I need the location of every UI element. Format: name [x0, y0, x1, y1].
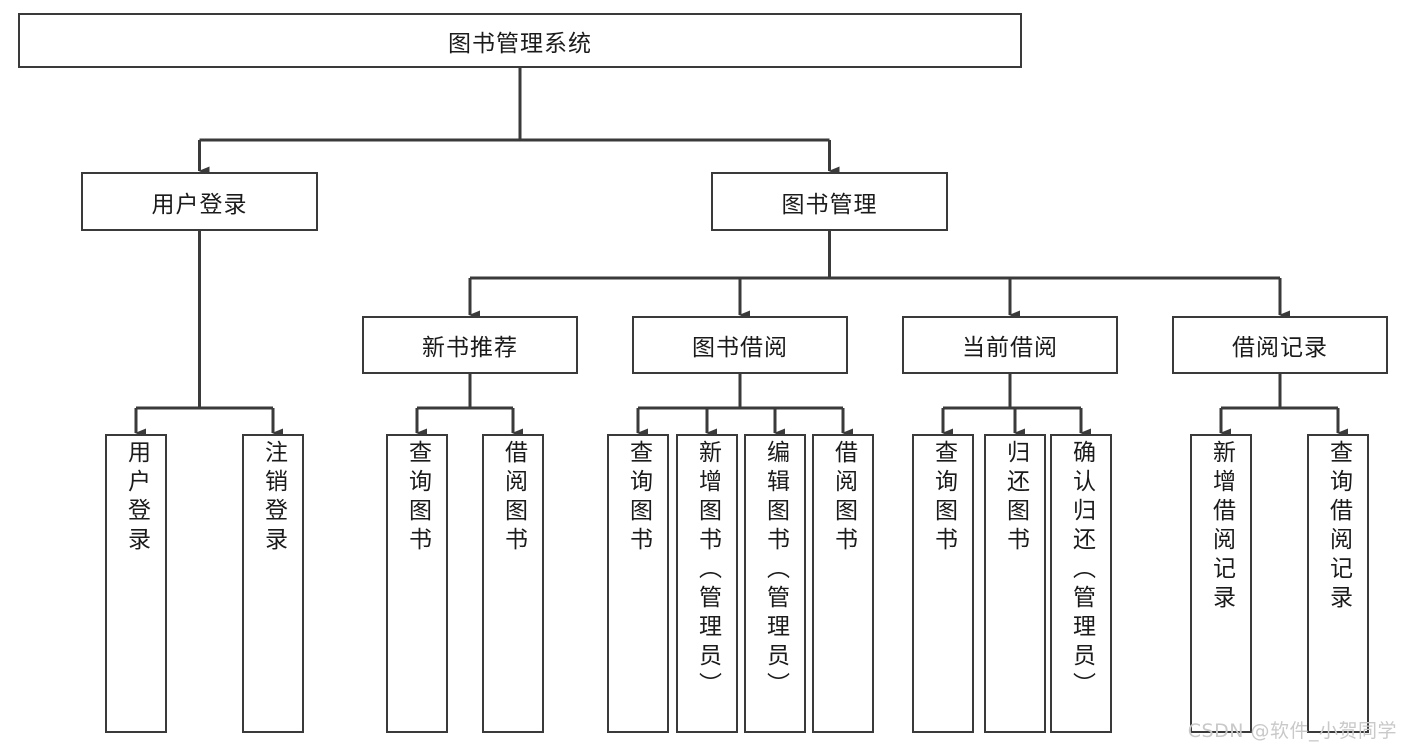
node-leaf-query-book-2[interactable]: 查询图书: [607, 434, 669, 733]
node-label: 图书借阅: [692, 335, 788, 361]
node-borrow-record[interactable]: 借阅记录: [1172, 316, 1388, 374]
node-label: 注销登录: [260, 440, 287, 556]
node-label: 图书管理系统: [448, 30, 592, 57]
node-leaf-query-record[interactable]: 查询借阅记录: [1307, 434, 1369, 733]
node-label: 查询借阅记录: [1325, 440, 1352, 614]
node-leaf-confirm-return[interactable]: 确认归还（管理员）: [1050, 434, 1112, 733]
node-current-borrow[interactable]: 当前借阅: [902, 316, 1118, 374]
node-label: 查询图书: [625, 440, 652, 556]
watermark-text: CSDN @软件_小贺同学: [1187, 720, 1397, 742]
node-label: 查询图书: [404, 440, 431, 556]
node-user-login[interactable]: 用户登录: [81, 172, 318, 231]
node-label: 确认归还（管理员）: [1068, 440, 1095, 701]
node-leaf-edit-book[interactable]: 编辑图书（管理员）: [744, 434, 806, 733]
node-leaf-add-record[interactable]: 新增借阅记录: [1190, 434, 1252, 733]
node-label: 借阅图书: [500, 440, 527, 556]
node-label: 图书管理: [781, 191, 878, 218]
node-label: 当前借阅: [962, 335, 1058, 361]
node-book-borrow[interactable]: 图书借阅: [632, 316, 848, 374]
node-leaf-add-book[interactable]: 新增图书（管理员）: [676, 434, 738, 733]
node-leaf-logout[interactable]: 注销登录: [242, 434, 304, 733]
node-new-book-recommend[interactable]: 新书推荐: [362, 316, 578, 374]
connector-lines: [134, 68, 1348, 438]
node-label: 新书推荐: [422, 335, 518, 361]
node-label: 新增图书（管理员）: [694, 440, 721, 701]
node-leaf-return-book[interactable]: 归还图书: [984, 434, 1046, 733]
node-label: 编辑图书（管理员）: [762, 440, 789, 701]
node-label: 归还图书: [1002, 440, 1029, 556]
node-label: 用户登录: [151, 191, 248, 218]
node-label: 用户登录: [123, 440, 150, 556]
node-label: 新增借阅记录: [1208, 440, 1235, 614]
node-leaf-borrow-book-1[interactable]: 借阅图书: [482, 434, 544, 733]
node-label: 查询图书: [930, 440, 957, 556]
node-label: 借阅记录: [1232, 335, 1328, 361]
node-leaf-user-login[interactable]: 用户登录: [105, 434, 167, 733]
node-book-manage[interactable]: 图书管理: [711, 172, 948, 231]
node-label: 借阅图书: [830, 440, 857, 556]
node-root-system[interactable]: 图书管理系统: [18, 13, 1022, 68]
node-leaf-borrow-book-2[interactable]: 借阅图书: [812, 434, 874, 733]
node-leaf-query-book-3[interactable]: 查询图书: [912, 434, 974, 733]
node-leaf-query-book-1[interactable]: 查询图书: [386, 434, 448, 733]
